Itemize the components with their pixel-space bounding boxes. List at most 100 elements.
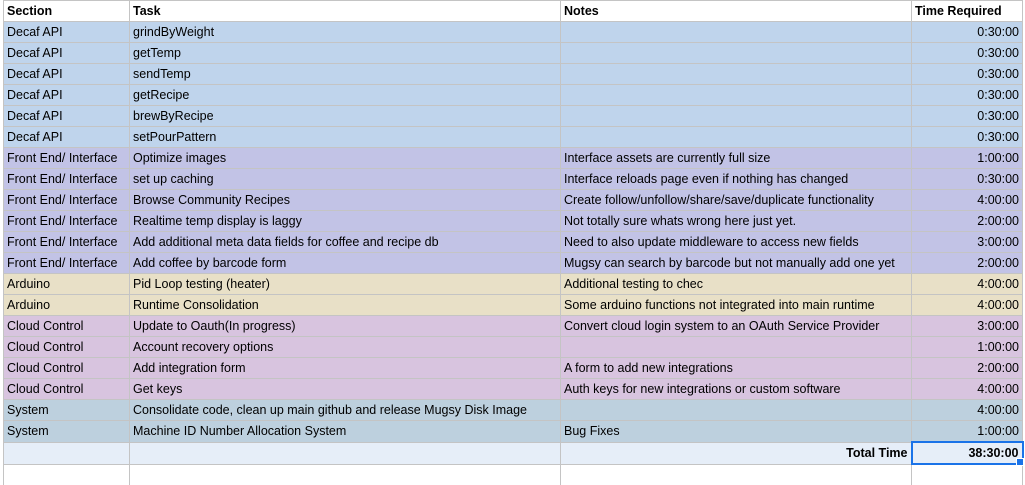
notes-cell[interactable]: Interface assets are currently full size (560, 147, 912, 169)
task-cell[interactable]: Add coffee by barcode form (129, 252, 561, 274)
time-cell[interactable]: 0:30:00 (911, 63, 1023, 85)
task-cell[interactable]: set up caching (129, 168, 561, 190)
time-cell[interactable]: 0:30:00 (911, 21, 1023, 43)
empty-cell[interactable] (129, 463, 561, 485)
empty-cell[interactable] (560, 463, 912, 485)
time-cell[interactable]: 0:30:00 (911, 168, 1023, 190)
task-cell[interactable]: getRecipe (129, 84, 561, 106)
task-cell[interactable]: Add integration form (129, 357, 561, 379)
task-cell[interactable]: Update to Oauth(In progress) (129, 315, 561, 337)
time-cell[interactable]: 3:00:00 (911, 231, 1023, 253)
notes-cell[interactable] (560, 105, 912, 127)
section-cell[interactable]: Front End/ Interface (3, 231, 130, 253)
notes-cell[interactable]: Not totally sure whats wrong here just y… (560, 210, 912, 232)
section-cell[interactable]: Cloud Control (3, 378, 130, 400)
notes-cell[interactable] (560, 84, 912, 106)
time-cell[interactable]: 4:00:00 (911, 273, 1023, 295)
notes-cell[interactable] (560, 126, 912, 148)
time-cell[interactable]: 3:00:00 (911, 315, 1023, 337)
notes-cell[interactable] (560, 21, 912, 43)
header-notes[interactable]: Notes (560, 0, 912, 22)
section-cell[interactable]: Front End/ Interface (3, 252, 130, 274)
notes-cell[interactable]: Interface reloads page even if nothing h… (560, 168, 912, 190)
task-cell[interactable]: Optimize images (129, 147, 561, 169)
task-cell[interactable]: Add additional meta data fields for coff… (129, 231, 561, 253)
header-section[interactable]: Section (3, 0, 130, 22)
section-cell[interactable]: Front End/ Interface (3, 147, 130, 169)
section-cell[interactable]: Decaf API (3, 63, 130, 85)
section-cell[interactable]: Front End/ Interface (3, 189, 130, 211)
notes-cell[interactable] (560, 336, 912, 358)
section-cell[interactable]: Arduino (3, 273, 130, 295)
section-cell[interactable]: Decaf API (3, 42, 130, 64)
task-cell[interactable]: brewByRecipe (129, 105, 561, 127)
task-cell[interactable]: Machine ID Number Allocation System (129, 420, 561, 443)
time-cell[interactable]: 1:00:00 (911, 147, 1023, 169)
total-time-label[interactable]: Total Time (560, 441, 912, 465)
section-cell[interactable]: System (3, 399, 130, 421)
task-cell[interactable]: setPourPattern (129, 126, 561, 148)
task-cell[interactable]: Pid Loop testing (heater) (129, 273, 561, 295)
selection-fill-handle[interactable] (1016, 458, 1024, 466)
time-cell[interactable]: 2:00:00 (911, 357, 1023, 379)
notes-cell[interactable]: Create follow/unfollow/share/save/duplic… (560, 189, 912, 211)
section-cell[interactable]: Decaf API (3, 21, 130, 43)
time-cell[interactable]: 2:00:00 (911, 252, 1023, 274)
section-cell[interactable]: Cloud Control (3, 357, 130, 379)
task-cell[interactable]: Get keys (129, 378, 561, 400)
time-cell[interactable]: 4:00:00 (911, 399, 1023, 421)
section-cell[interactable]: Front End/ Interface (3, 168, 130, 190)
section-cell[interactable]: Decaf API (3, 84, 130, 106)
section-cell[interactable]: Front End/ Interface (3, 210, 130, 232)
time-cell[interactable]: 0:30:00 (911, 42, 1023, 64)
task-cell[interactable]: Account recovery options (129, 336, 561, 358)
notes-cell[interactable] (560, 399, 912, 421)
time-cell[interactable]: 0:30:00 (911, 105, 1023, 127)
section-cell[interactable]: Decaf API (3, 105, 130, 127)
notes-cell[interactable]: Bug Fixes (560, 420, 912, 443)
section-cell[interactable]: Cloud Control (3, 336, 130, 358)
task-cell[interactable]: Runtime Consolidation (129, 294, 561, 316)
header-time-required[interactable]: Time Required (911, 0, 1023, 22)
header-row: Section Task Notes Time Required (3, 0, 1023, 22)
task-cell[interactable]: sendTemp (129, 63, 561, 85)
time-cell[interactable]: 1:00:00 (911, 336, 1023, 358)
time-cell[interactable]: 4:00:00 (911, 294, 1023, 316)
empty-cell[interactable] (3, 441, 130, 465)
notes-cell[interactable]: Convert cloud login system to an OAuth S… (560, 315, 912, 337)
notes-cell[interactable]: Need to also update middleware to access… (560, 231, 912, 253)
total-time-value[interactable]: 38:30:00 (910, 441, 1024, 465)
task-cell[interactable]: grindByWeight (129, 21, 561, 43)
task-cell[interactable]: getTemp (129, 42, 561, 64)
notes-cell[interactable]: Additional testing to chec (560, 273, 912, 295)
spreadsheet-grid: Section Task Notes Time Required Decaf A… (3, 0, 1024, 485)
time-cell[interactable]: 0:30:00 (911, 84, 1023, 106)
empty-cell[interactable] (129, 441, 561, 465)
section-cell[interactable]: Cloud Control (3, 315, 130, 337)
notes-cell[interactable]: Some arduino functions not integrated in… (560, 294, 912, 316)
empty-cell[interactable] (911, 463, 1023, 485)
notes-cell[interactable]: Auth keys for new integrations or custom… (560, 378, 912, 400)
section-cell[interactable]: Decaf API (3, 126, 130, 148)
notes-cell[interactable] (560, 42, 912, 64)
time-cell[interactable]: 0:30:00 (911, 126, 1023, 148)
time-cell[interactable]: 1:00:00 (911, 420, 1023, 443)
notes-cell[interactable]: A form to add new integrations (560, 357, 912, 379)
empty-cell[interactable] (3, 463, 130, 485)
task-cell[interactable]: Browse Community Recipes (129, 189, 561, 211)
task-cell[interactable]: Consolidate code, clean up main github a… (129, 399, 561, 421)
time-cell[interactable]: 2:00:00 (911, 210, 1023, 232)
section-cell[interactable]: System (3, 420, 130, 443)
task-cell[interactable]: Realtime temp display is laggy (129, 210, 561, 232)
section-cell[interactable]: Arduino (3, 294, 130, 316)
time-cell[interactable]: 4:00:00 (911, 378, 1023, 400)
time-cell[interactable]: 4:00:00 (911, 189, 1023, 211)
header-task[interactable]: Task (129, 0, 561, 22)
notes-cell[interactable]: Mugsy can search by barcode but not manu… (560, 252, 912, 274)
notes-cell[interactable] (560, 63, 912, 85)
